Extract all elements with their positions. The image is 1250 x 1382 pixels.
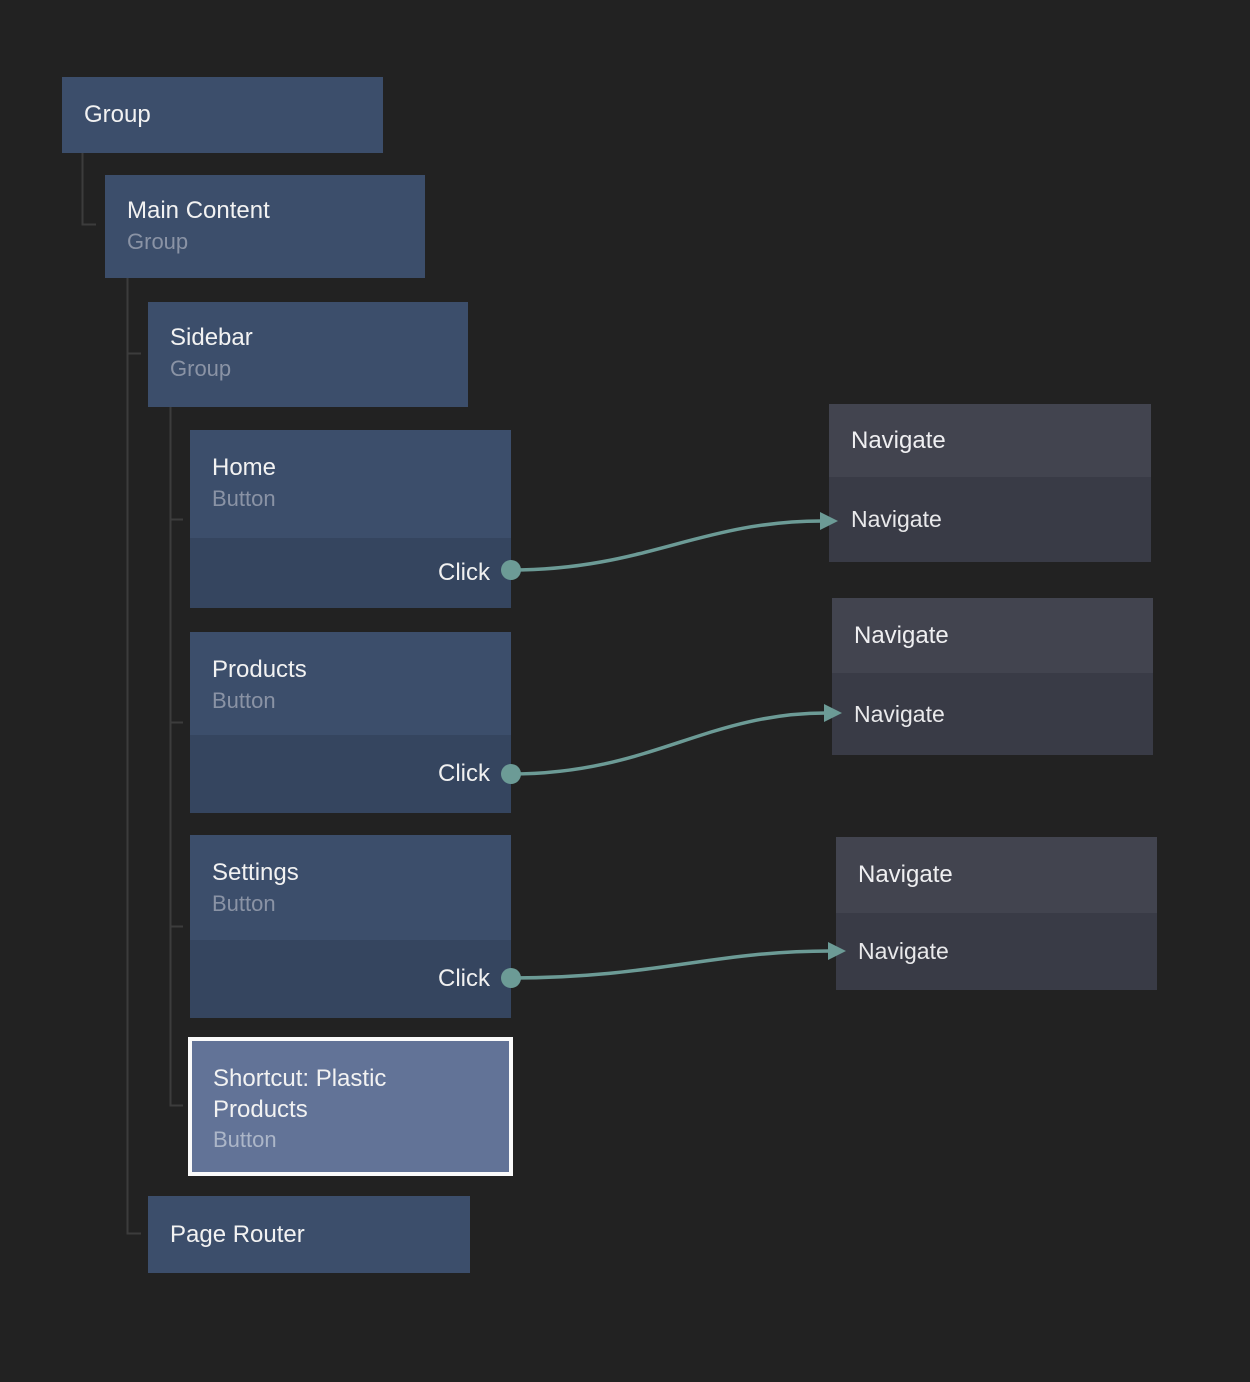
node-header: Home Button (190, 430, 511, 538)
action-header: Navigate (829, 404, 1151, 477)
edge-products-click-to-navigate[interactable] (510, 711, 827, 776)
action-node-navigate-3[interactable]: Navigate Navigate (836, 837, 1157, 990)
node-title: Settings (212, 859, 299, 886)
node-title: Shortcut: Plastic Products (213, 1065, 387, 1123)
action-header: Navigate (832, 598, 1153, 673)
node-title: Products (212, 656, 307, 683)
node-header: Settings Button (190, 835, 511, 940)
edge-settings-click-to-navigate[interactable] (510, 949, 831, 980)
action-label: Navigate (836, 913, 1157, 990)
node-subtitle: Button (212, 688, 276, 713)
tree-connector-maincontent-pagerouter (126, 278, 141, 1235)
tree-connector-root-maincontent (81, 153, 96, 226)
node-shortcut-plastic-products-selected[interactable]: Shortcut: Plastic Products Button (188, 1037, 513, 1176)
event-label: Click (438, 760, 490, 787)
node-title: Main Content (127, 197, 270, 224)
event-label: Click (438, 965, 490, 992)
node-subtitle: Button (213, 1127, 277, 1152)
node-subtitle: Button (212, 486, 276, 511)
node-title: Sidebar (170, 324, 253, 351)
node-home-button[interactable]: Home Button Click (190, 430, 511, 608)
node-products-button[interactable]: Products Button Click (190, 632, 511, 813)
event-row-click: Click (190, 940, 511, 1018)
node-title: Page Router (170, 1220, 305, 1248)
node-subtitle: Group (170, 356, 232, 381)
node-title: Group (84, 101, 151, 128)
node-main-content[interactable]: Main Content Group (105, 175, 425, 278)
node-subtitle: Group (127, 229, 189, 254)
action-node-navigate-2[interactable]: Navigate Navigate (832, 598, 1153, 755)
action-label: Navigate (829, 477, 1151, 562)
node-settings-button[interactable]: Settings Button Click (190, 835, 511, 1018)
node-header: Products Button (190, 632, 511, 735)
event-row-click: Click (190, 538, 511, 608)
tree-connector-sidebar-shortcut (169, 407, 183, 1107)
action-header: Navigate (836, 837, 1157, 913)
action-node-navigate-1[interactable]: Navigate Navigate (829, 404, 1151, 562)
event-row-click: Click (190, 735, 511, 813)
edge-home-click-to-navigate[interactable] (510, 519, 823, 572)
node-page-router[interactable]: Page Router (148, 1196, 470, 1273)
action-label: Navigate (832, 673, 1153, 755)
node-title: Home (212, 454, 277, 481)
node-sidebar[interactable]: Sidebar Group (148, 302, 468, 407)
node-subtitle: Button (212, 891, 276, 916)
event-label: Click (438, 559, 490, 586)
node-group-root[interactable]: Group (62, 77, 383, 153)
